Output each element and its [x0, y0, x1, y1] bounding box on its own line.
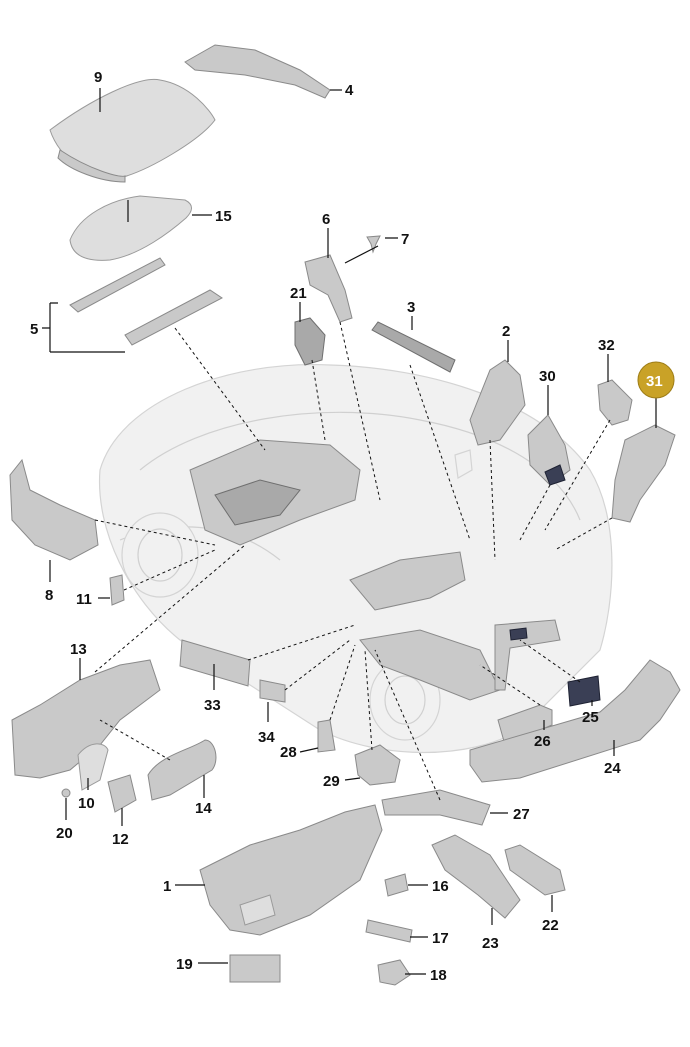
callout-9: 9	[94, 69, 102, 86]
callout-1: 1	[163, 878, 171, 895]
callout-21: 21	[290, 285, 307, 302]
part-10-piece	[77, 743, 109, 791]
part-9-cover	[49, 78, 216, 183]
callout-30: 30	[539, 368, 556, 385]
part-32-bracket	[597, 379, 633, 426]
callout-17: 17	[432, 930, 449, 947]
part-29-bracket	[354, 744, 401, 786]
callout-11: 11	[76, 591, 92, 608]
callout-25: 25	[582, 709, 599, 726]
callout-20: 20	[56, 825, 73, 842]
part-34-block	[259, 679, 286, 703]
callout-26: 26	[534, 733, 551, 750]
callout-15: 15	[215, 208, 232, 225]
callout-32: 32	[598, 337, 615, 354]
leader-lines	[42, 88, 657, 975]
part-1-panel	[199, 804, 383, 936]
part-24-bumper	[469, 659, 681, 783]
part-28-bracket	[317, 719, 336, 753]
callout-5: 5	[30, 321, 38, 338]
callout-31: 31	[646, 373, 663, 390]
part-30-bracket	[527, 414, 571, 486]
callout-10: 10	[78, 795, 95, 812]
callout-34: 34	[258, 729, 275, 746]
callout-19: 19	[176, 956, 193, 973]
callout-23: 23	[482, 935, 499, 952]
callout-22: 22	[542, 917, 559, 934]
part-14-duct	[147, 739, 217, 801]
callout-3: 3	[407, 299, 415, 316]
part-18-clip	[377, 959, 411, 986]
part-31-panel	[611, 424, 676, 523]
highlight-badge	[637, 361, 675, 399]
callout-27: 27	[513, 806, 530, 823]
part-3-strip	[371, 321, 456, 373]
callout-28: 28	[280, 744, 297, 761]
part-21-bracket	[294, 317, 326, 366]
part-12-bracket	[107, 774, 137, 813]
callout-8: 8	[45, 587, 53, 604]
part-15-mat	[69, 195, 192, 261]
part-8-shield	[9, 458, 99, 561]
part-13-panel	[11, 659, 161, 779]
part-20-clip	[61, 788, 71, 798]
callout-18: 18	[430, 967, 447, 984]
callout-29: 29	[323, 773, 340, 790]
assembly-lines	[94, 321, 613, 801]
part-2-panel	[469, 359, 526, 446]
callout-7: 7	[401, 231, 409, 248]
part-19-pad	[229, 954, 281, 983]
callout-labels: 9 4 15 5 6 7 21 3 2 30 32 31 8 11 13 33 …	[30, 69, 663, 984]
callout-14: 14	[195, 800, 212, 817]
part-17-strip	[365, 919, 413, 943]
part-23-bracket	[431, 834, 521, 919]
part-7-clip	[366, 235, 381, 254]
part-25-insert	[567, 675, 601, 707]
part-6-bracket	[304, 254, 353, 323]
callout-13: 13	[70, 641, 87, 658]
part-22-bracket	[504, 844, 566, 896]
callout-2: 2	[502, 323, 510, 340]
callout-6: 6	[322, 211, 330, 228]
part-4-panel	[184, 44, 331, 99]
part-33-block	[179, 639, 251, 687]
car-body-ghost	[98, 363, 613, 753]
callout-24: 24	[604, 760, 621, 777]
part-16-block	[384, 873, 409, 897]
callout-33: 33	[204, 697, 221, 714]
callout-12: 12	[112, 831, 129, 848]
callout-16: 16	[432, 878, 449, 895]
center-assembly	[189, 439, 561, 701]
part-5-strips	[69, 257, 223, 346]
callout-4: 4	[345, 82, 354, 99]
part-11-pad	[109, 574, 125, 606]
part-27-beam	[381, 789, 491, 826]
